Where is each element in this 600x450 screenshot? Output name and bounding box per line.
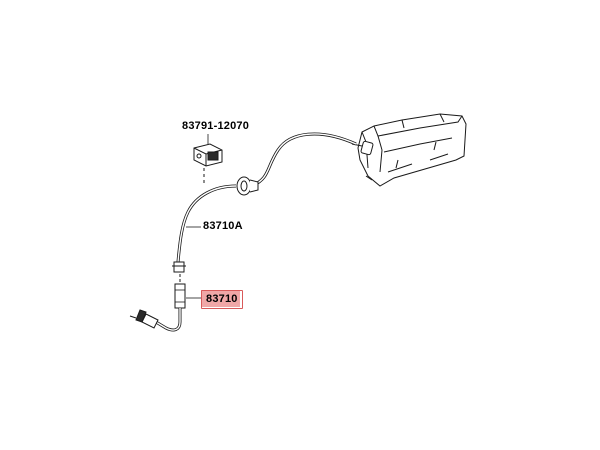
part-number-upper-cable[interactable]: 83710A xyxy=(203,220,243,232)
highlight-box xyxy=(201,290,240,307)
transmission-end-fitting xyxy=(129,309,159,329)
part-number-lower-cable-highlighted[interactable]: 83710 xyxy=(201,290,243,309)
cable-grommet xyxy=(236,176,259,196)
upper-speedometer-cable xyxy=(176,132,357,263)
lower-speedometer-cable xyxy=(155,283,186,332)
cable-clamp-bracket xyxy=(193,143,223,167)
upper-cable-end-fitting xyxy=(172,261,186,273)
instrument-cluster xyxy=(357,113,467,187)
part-number-bracket[interactable]: 83791-12070 xyxy=(182,120,250,132)
